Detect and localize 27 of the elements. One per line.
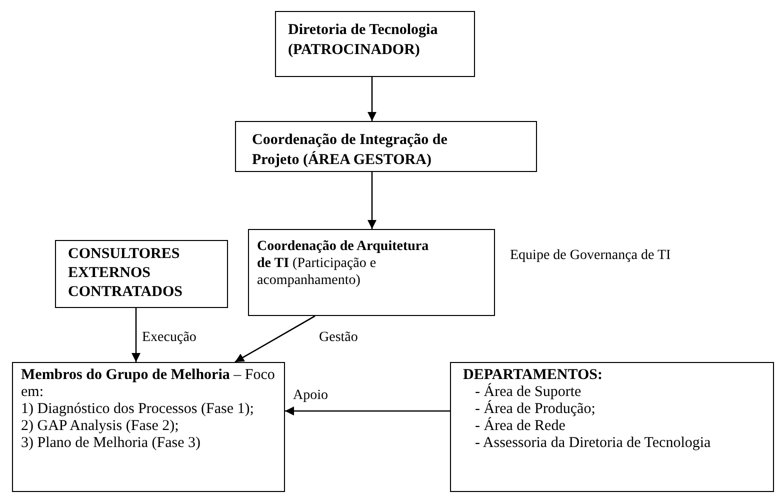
side-caption: Equipe de Governança de TI xyxy=(510,247,671,264)
process-box xyxy=(55,240,228,308)
process-box xyxy=(275,11,475,77)
edge-label: Execução xyxy=(141,330,198,346)
box-text: Coordenação de Arquitetura de TI (Participação e acompanhamento) xyxy=(257,238,430,289)
process-box xyxy=(12,362,285,492)
box-text: 2) GAP Analysis (Fase 2); xyxy=(21,418,180,435)
box-text: DEPARTAMENTOS: xyxy=(463,367,604,383)
box-text: 1) Diagnóstico dos Processos (Fase 1); xyxy=(21,401,255,418)
arrow xyxy=(234,315,316,363)
box-text: - Assessoria da Diretoria de Tecnologia xyxy=(474,435,712,452)
process-box xyxy=(248,229,495,316)
arrow xyxy=(368,77,376,121)
box-text: Coordenação de Integração de Projeto (ÁREA GESTORA) xyxy=(252,131,448,170)
arrow xyxy=(132,308,140,362)
edge-label: Apoio xyxy=(292,388,329,404)
box-text: 3) Plano de Melhoria (Fase 3) xyxy=(21,435,202,452)
box-text: - Área de Produção; xyxy=(474,401,596,417)
arrow xyxy=(285,406,450,416)
box-text: CONSULTORES EXTERNOS CONTRATADOS xyxy=(68,245,184,302)
process-box xyxy=(235,121,537,172)
box-text: - Área de Suporte xyxy=(474,384,582,400)
box-text: - Área de Rede xyxy=(474,418,566,435)
box-text: Diretoria de Tecnologia (PATROCINADOR) xyxy=(288,21,439,60)
process-box xyxy=(450,362,774,492)
box-text: Membros do Grupo de Melhoria – Foco em: xyxy=(21,367,276,401)
arrow xyxy=(368,172,376,229)
